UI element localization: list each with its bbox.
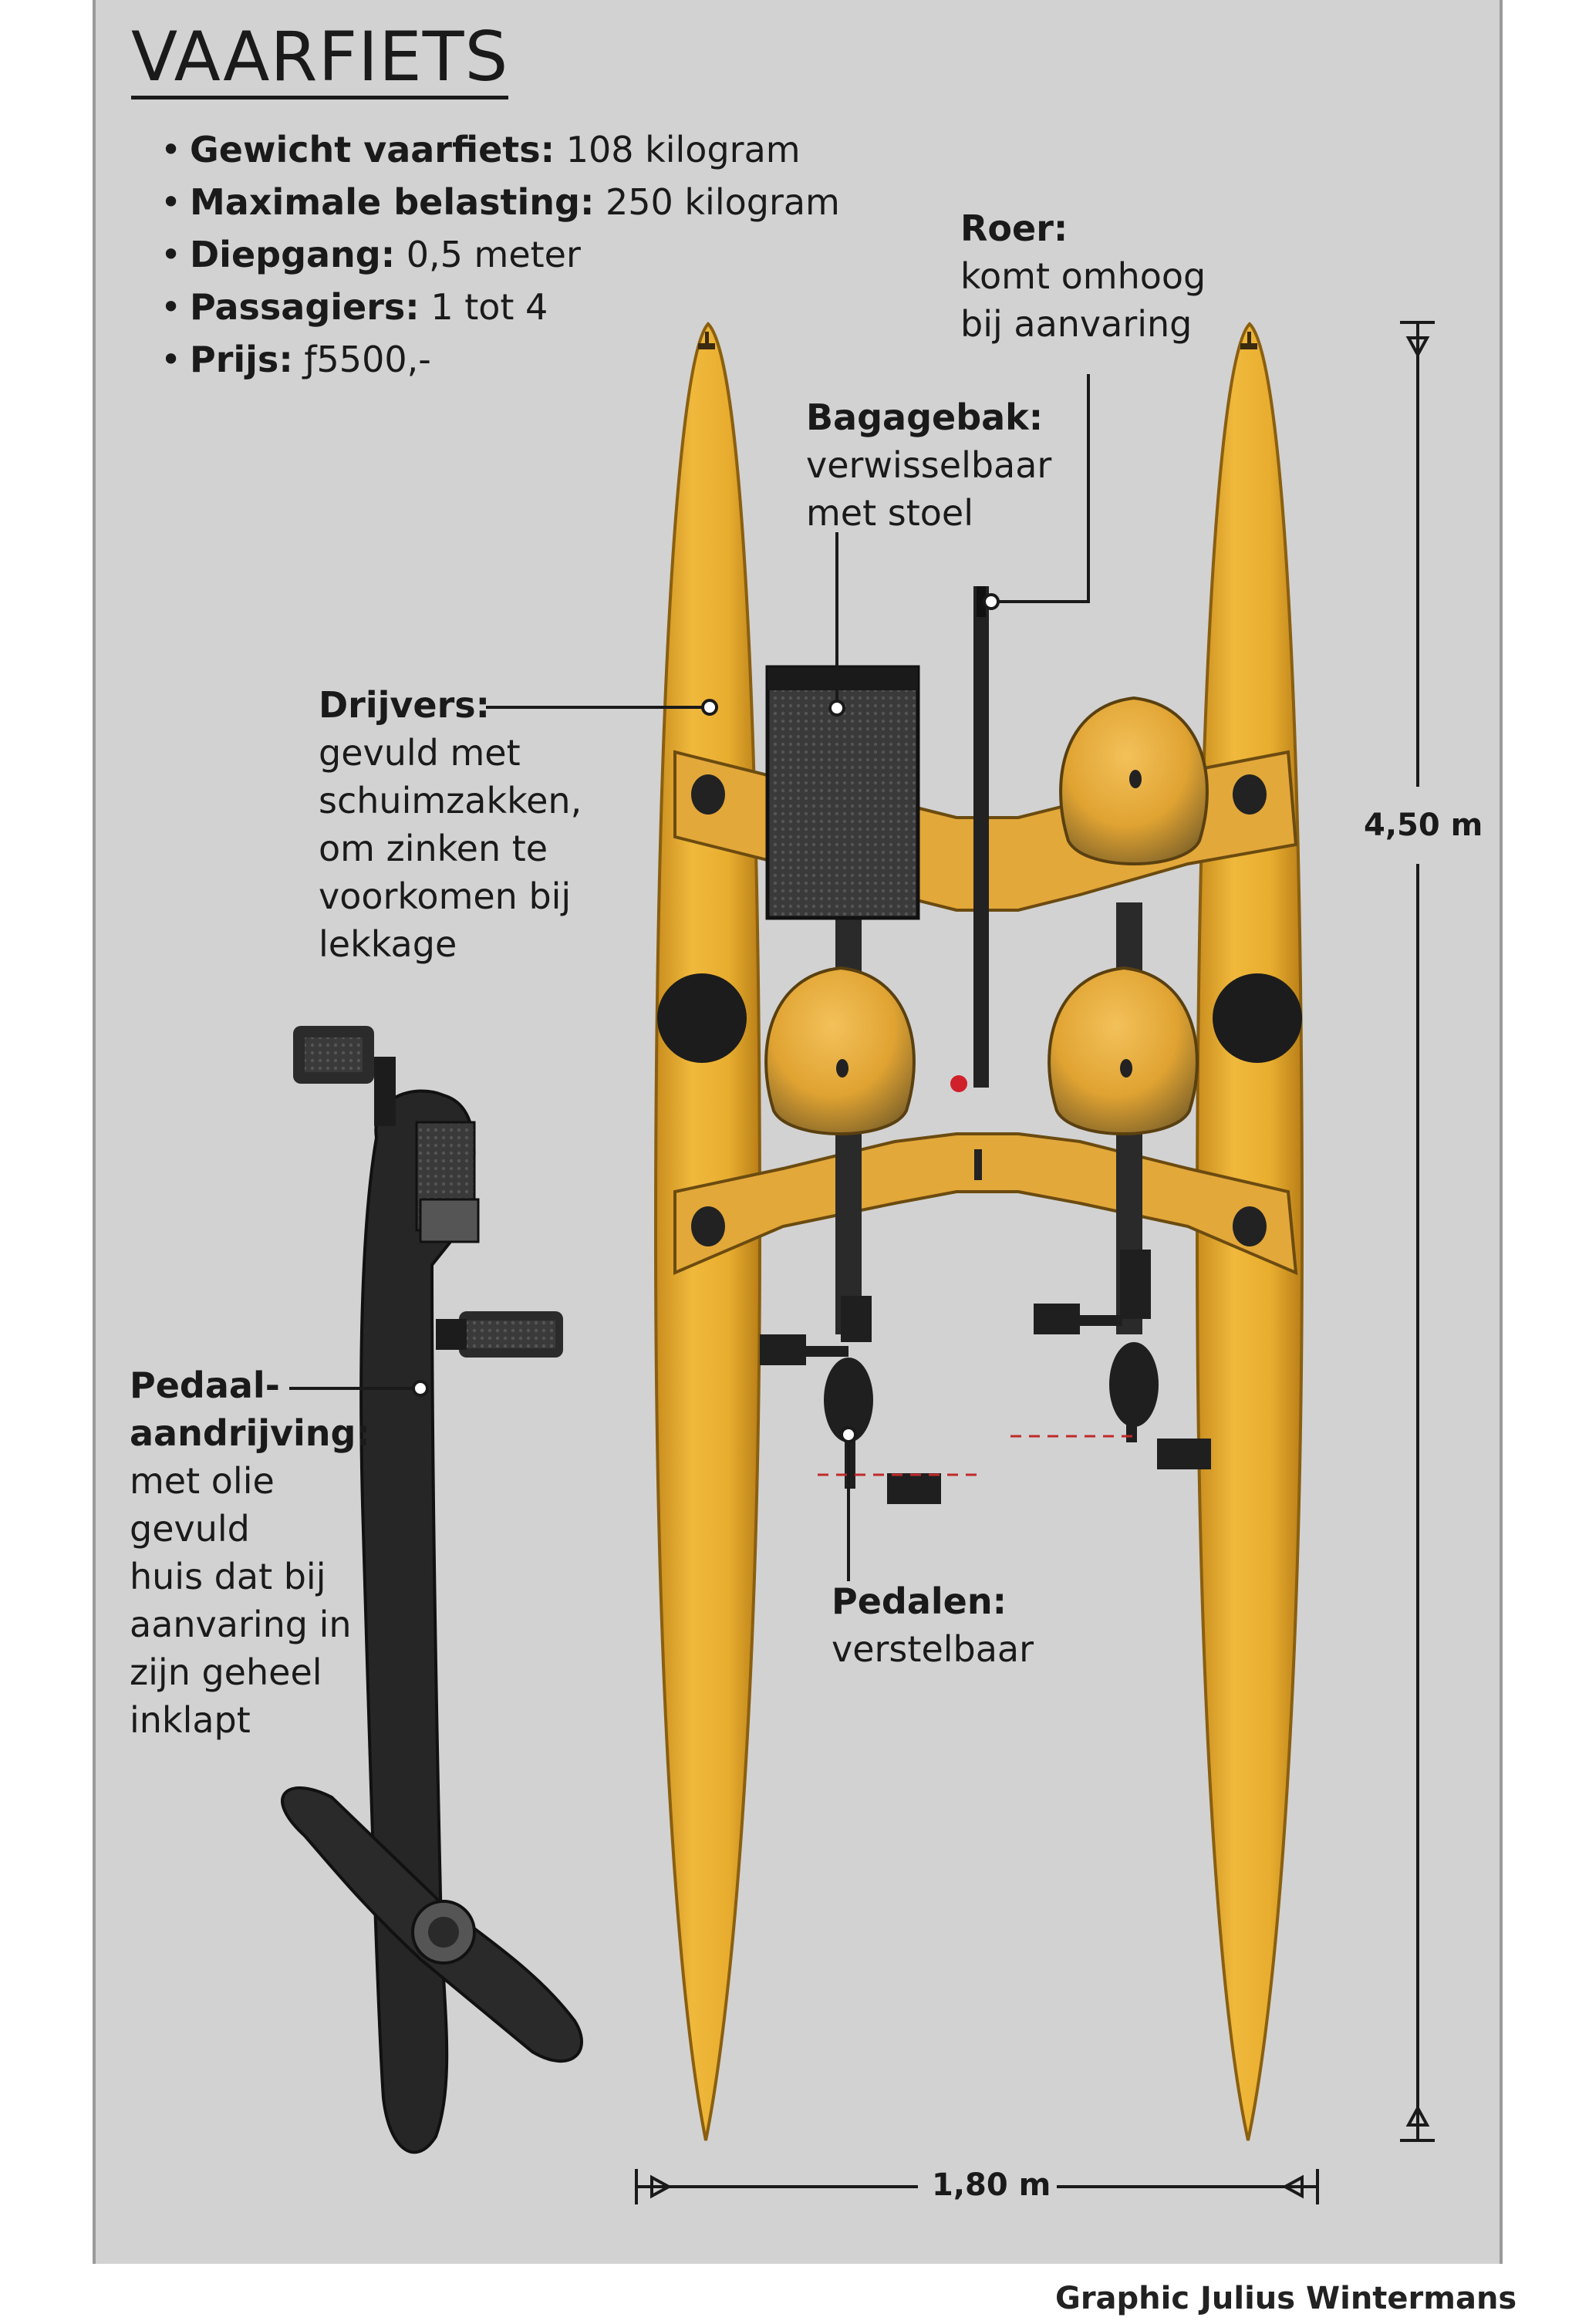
label-pedalen: Pedalen: verstelbaar	[832, 1580, 1034, 1670]
spec-item: Passagiers: 1 tot 4	[160, 281, 840, 333]
hatch-left	[657, 973, 747, 1063]
graphic-credit: Graphic Julius Wintermans	[1055, 2281, 1517, 2316]
spec-list: Gewicht vaarfiets: 108 kilogram Maximale…	[160, 123, 840, 386]
hatch-right	[1213, 973, 1302, 1063]
spec-item: Gewicht vaarfiets: 108 kilogram	[160, 123, 840, 176]
luggage-box	[765, 665, 920, 920]
seat-rear-right	[1048, 966, 1199, 1135]
spec-item: Maximale belasting: 250 kilogram	[160, 176, 840, 228]
width-dimension-label: 1,80 m	[932, 2167, 1051, 2203]
pedal-crank-left	[760, 1296, 941, 1504]
page-title: VAARFIETS	[131, 21, 509, 100]
red-marker	[950, 1075, 967, 1092]
seat-rear-left	[764, 966, 916, 1135]
pedal-crank-right	[1034, 1250, 1211, 1469]
width-dimension-line	[635, 2169, 1319, 2204]
rudder-shaft	[973, 586, 989, 1088]
seat-front-right	[1059, 696, 1209, 865]
label-bagagebak: Bagagebak: verwisselbaar met stoel	[806, 396, 1052, 534]
spec-item: Diepgang: 0,5 meter	[160, 228, 840, 281]
label-pedaal-aandrijving: Pedaal- aandrijving: met olie gevuld hui…	[130, 1364, 370, 1741]
pedal-drive-unit	[281, 1026, 583, 2154]
length-dimension-label: 4,50 m	[1364, 808, 1483, 843]
label-roer: Roer: komt omhoog bij aanvaring	[960, 207, 1206, 345]
length-dimension-line	[1400, 321, 1435, 2142]
label-drijvers: Drijvers: gevuld met schuimzakken, om zi…	[319, 684, 582, 965]
bow-mark-right	[1240, 332, 1257, 349]
spec-item: Prijs: ƒ5500,-	[160, 333, 840, 386]
